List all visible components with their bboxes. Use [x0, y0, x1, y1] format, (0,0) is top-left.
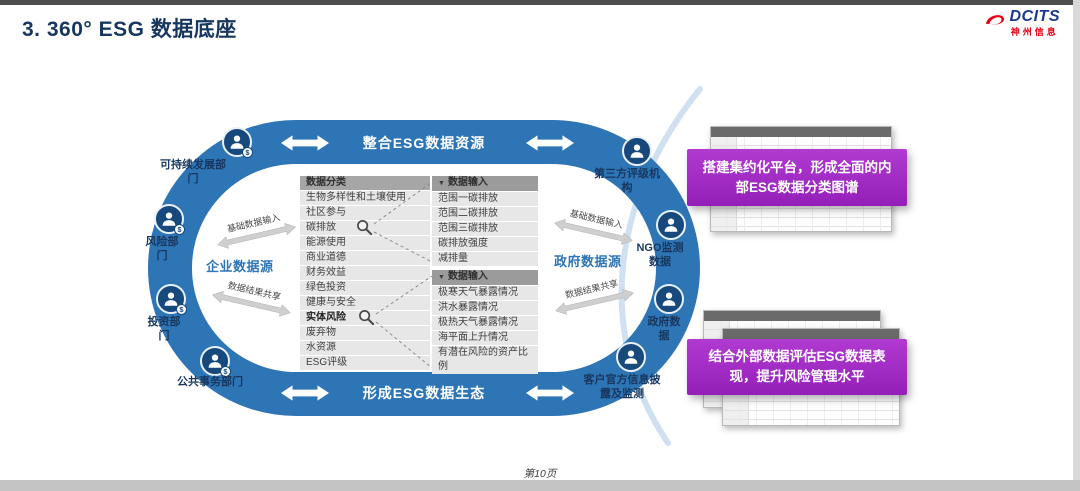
- input-row: 减排量: [432, 252, 538, 266]
- input-row: 范围一碳排放: [432, 192, 538, 206]
- flow-result-share-left: 数据结果共享: [208, 275, 298, 320]
- flow-basic-data-input-right: 基础数据输入: [550, 203, 640, 248]
- gray-double-arrow-icon: [217, 222, 297, 249]
- classification-row: 废弃物: [300, 326, 430, 340]
- person-icon: [154, 204, 185, 235]
- input-row: 海平面上升情况: [432, 331, 538, 345]
- callout-external: 结合外部数据评估ESG数据表现，提升风险管理水平: [687, 339, 907, 395]
- input-row: 有潜在风险的资产比例: [432, 346, 538, 374]
- logo-subtitle: 神州信息: [1010, 27, 1059, 37]
- logo-brand-text: DCITS: [1009, 8, 1060, 25]
- classification-row: 水资源: [300, 341, 430, 355]
- classification-row: 能源使用: [300, 236, 430, 250]
- classification-row: 财务效益: [300, 266, 430, 280]
- person-icon: [656, 210, 686, 240]
- bottom-border: [0, 480, 1080, 491]
- input-row: 范围三碳排放: [432, 222, 538, 236]
- right-border: [1073, 0, 1080, 491]
- classification-row: 碳排放: [300, 219, 430, 236]
- flow-basic-data-input-left: 基础数据输入: [210, 207, 300, 252]
- slide-title: 3. 360° ESG 数据底座: [22, 18, 237, 41]
- brand-logo: DCITS 神州信息: [983, 8, 1061, 38]
- person-icon: [156, 284, 187, 315]
- currency-badge-icon: [174, 224, 185, 235]
- input-row: 极寒天气暴露情况: [432, 286, 538, 300]
- actor-label-public-affairs-dept: 公共事务部门: [177, 376, 243, 388]
- double-arrow-icon: [281, 385, 329, 401]
- classification-row: ESG评级: [300, 356, 430, 370]
- page-number: 第10页: [523, 468, 557, 480]
- sheet-header-bar: [711, 127, 891, 137]
- classification-row: 健康与安全: [300, 296, 430, 310]
- magnifier-icon: [358, 309, 375, 326]
- actor-label-risk-dept: 风险部门: [145, 236, 179, 262]
- gray-double-arrow-icon: [211, 290, 291, 317]
- input-table-header: ▼数据输入: [432, 176, 538, 191]
- person-icon: [622, 136, 652, 166]
- input-row: 极热天气暴露情况: [432, 316, 538, 330]
- data-classification-table: 数据分类 生物多样性和土壤使用 社区参与 碳排放 能源使用 商业道德 财务效益 …: [300, 176, 430, 371]
- currency-badge-icon: [220, 366, 231, 377]
- enterprise-data-source-label: 企业数据源: [206, 259, 274, 274]
- classification-row: 生物多样性和土壤使用: [300, 191, 430, 205]
- flow-result-share-right: 数据结果共享: [548, 273, 638, 318]
- triangle-marker-icon: ▼: [438, 274, 445, 281]
- input-row: 范围二碳排放: [432, 207, 538, 221]
- classification-table-header: 数据分类: [300, 176, 430, 190]
- bottom-banner: 形成ESG数据生态: [348, 380, 500, 406]
- double-arrow-icon: [526, 385, 574, 401]
- actor-label-ngo-data: NGO监测数据: [636, 242, 684, 268]
- actor-label-government-data: 政府数据: [647, 316, 681, 342]
- person-icon: [200, 346, 231, 377]
- currency-badge-icon: [242, 147, 253, 158]
- input-row: 碳排放强度: [432, 237, 538, 251]
- actor-label-sustainability-dept: 可持续发展部门: [160, 159, 226, 185]
- actor-label-investment-dept: 投资部门: [147, 316, 181, 342]
- classification-row: 社区参与: [300, 206, 430, 220]
- person-icon: [222, 127, 253, 158]
- sheet-header-bar: [704, 311, 880, 321]
- actor-label-rating-agency: 第三方评级机构: [594, 168, 660, 194]
- carbon-data-input-table: ▼数据输入 范围一碳排放 范围二碳排放 范围三碳排放 碳排放强度 减排量: [432, 176, 538, 267]
- input-row: 洪水暴露情况: [432, 301, 538, 315]
- callout-platform: 搭建集约化平台，形成全面的内部ESG数据分类图谱: [687, 149, 907, 206]
- magnifier-icon: [356, 219, 373, 236]
- classification-row: 商业道德: [300, 251, 430, 265]
- top-banner: 整合ESG数据资源: [348, 130, 500, 156]
- currency-badge-icon: [176, 304, 187, 315]
- top-border: [0, 0, 1080, 5]
- esg-cycle-diagram: 整合ESG数据资源 形成ESG数据生态 可持续发展部门 风险部门 投资部门 公共…: [146, 120, 700, 416]
- double-arrow-icon: [281, 135, 329, 151]
- government-data-source-label: 政府数据源: [554, 254, 622, 269]
- actor-label-client-disclosure: 客户官方信息披露及监测: [583, 374, 661, 400]
- double-arrow-icon: [526, 135, 574, 151]
- person-icon: [616, 342, 646, 372]
- risk-data-input-table: ▼数据输入 极寒天气暴露情况 洪水暴露情况 极热天气暴露情况 海平面上升情况 有…: [432, 270, 538, 375]
- triangle-marker-icon: ▼: [438, 180, 445, 187]
- person-icon: [654, 284, 684, 314]
- classification-row-physical-risk: 实体风险: [300, 309, 430, 326]
- classification-row: 绿色投资: [300, 281, 430, 295]
- sheet-header-bar: [723, 329, 899, 339]
- logo-swoosh-icon: [983, 8, 1007, 37]
- gray-double-arrow-icon: [553, 218, 633, 245]
- input-table-header: ▼数据输入: [432, 270, 538, 285]
- gray-double-arrow-icon: [555, 288, 635, 315]
